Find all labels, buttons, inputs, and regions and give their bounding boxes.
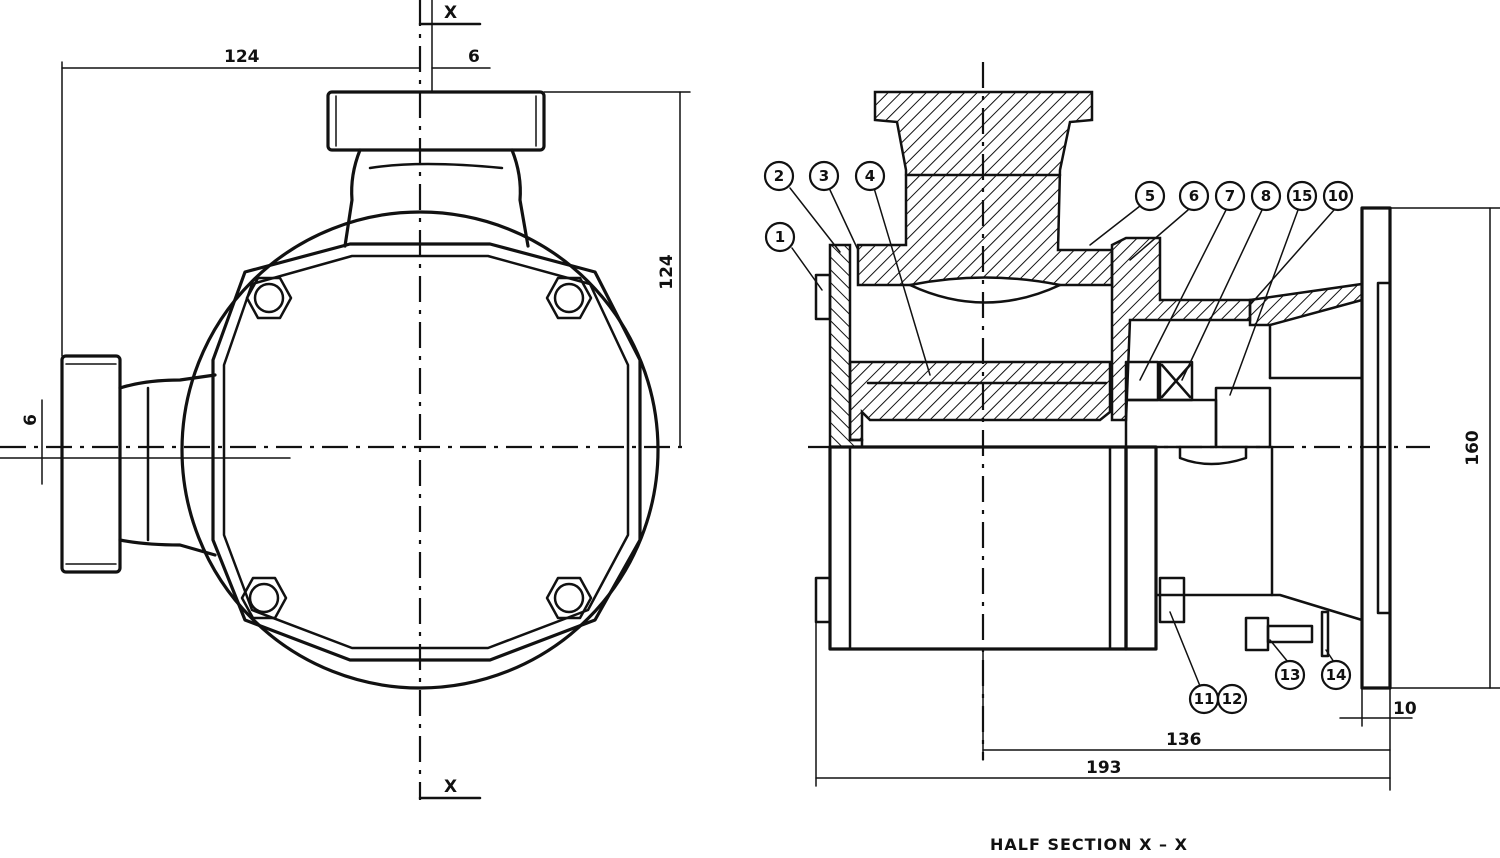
top-outlet <box>326 90 546 248</box>
callout-4: 4 <box>854 160 886 192</box>
cover-inner <box>222 254 630 650</box>
callout-leaders <box>789 187 1335 687</box>
seal-ring <box>1124 360 1160 402</box>
dim-160-label: 160 <box>1463 430 1483 466</box>
svg-text:3: 3 <box>819 167 829 185</box>
svg-text:4: 4 <box>865 167 875 185</box>
shaft-section <box>1124 398 1218 449</box>
svg-text:12: 12 <box>1222 690 1243 708</box>
bolt-bottom-left <box>240 576 288 620</box>
flange-spigot <box>1376 281 1392 615</box>
part-13-bolt <box>1244 616 1314 652</box>
callout-2: 2 <box>763 160 795 192</box>
dim-136-label: 136 <box>1166 730 1202 750</box>
svg-text:10: 10 <box>1328 187 1349 205</box>
svg-text:15: 15 <box>1292 187 1313 205</box>
svg-text:8: 8 <box>1261 187 1271 205</box>
callout-12: 12 <box>1216 683 1248 715</box>
casing-lower-half <box>828 445 1128 651</box>
housing-bolt <box>1158 576 1186 624</box>
bolt-bottom-right <box>545 576 593 620</box>
bracket-lower-taper <box>1154 593 1364 622</box>
svg-text:14: 14 <box>1326 666 1347 684</box>
bracket-upper <box>1248 282 1364 327</box>
callout-11: 11 <box>1188 683 1220 715</box>
cover-bolt <box>814 273 832 321</box>
dim-6-top-label: 6 <box>468 47 480 67</box>
side-inlet <box>60 354 217 574</box>
outlet-casing-section <box>856 90 1114 287</box>
section-mark-bottom: X <box>444 777 457 797</box>
callout-14: 14 <box>1320 659 1352 691</box>
svg-text:6: 6 <box>1189 187 1199 205</box>
callout-15: 15 <box>1286 180 1318 212</box>
callout-13: 13 <box>1274 659 1306 691</box>
svg-text:11: 11 <box>1194 690 1215 708</box>
dim-193-label: 193 <box>1086 758 1122 778</box>
callout-3: 3 <box>808 160 840 192</box>
callout-8: 8 <box>1250 180 1282 212</box>
bolt-top-left <box>245 276 293 320</box>
shaft-key <box>1178 445 1248 466</box>
cover-plate <box>211 242 642 662</box>
cover-bolt-lower <box>814 576 832 624</box>
bolt-top-right <box>545 276 593 320</box>
callout-1: 1 <box>764 221 796 253</box>
impeller-eye <box>908 283 1062 304</box>
section-mark-top: X <box>444 3 457 23</box>
body-outline <box>180 210 660 690</box>
half-section-view: 160 10 136 193 1 <box>763 62 1500 854</box>
svg-text:5: 5 <box>1145 187 1155 205</box>
part-14-washer <box>1320 610 1330 658</box>
end-view: 124 6 X 124 6 X <box>0 0 691 800</box>
shaft-step <box>1214 386 1272 449</box>
dim-width-label: 124 <box>224 47 260 67</box>
svg-text:2: 2 <box>774 167 784 185</box>
callout-6: 6 <box>1178 180 1210 212</box>
callout-7: 7 <box>1214 180 1246 212</box>
section-caption: HALF SECTION X – X <box>990 835 1188 854</box>
callout-10: 10 <box>1322 180 1354 212</box>
dim-10-label: 10 <box>1393 699 1417 719</box>
bearing-housing-lower <box>1124 445 1158 651</box>
svg-text:13: 13 <box>1280 666 1301 684</box>
dim-6-side-label: 6 <box>21 414 41 426</box>
svg-text:7: 7 <box>1225 187 1235 205</box>
impeller-section <box>848 360 1112 442</box>
seal-housing-section <box>1110 236 1252 422</box>
svg-text:1: 1 <box>775 228 785 246</box>
dim-height-label: 124 <box>657 254 677 290</box>
callout-5: 5 <box>1134 180 1166 212</box>
